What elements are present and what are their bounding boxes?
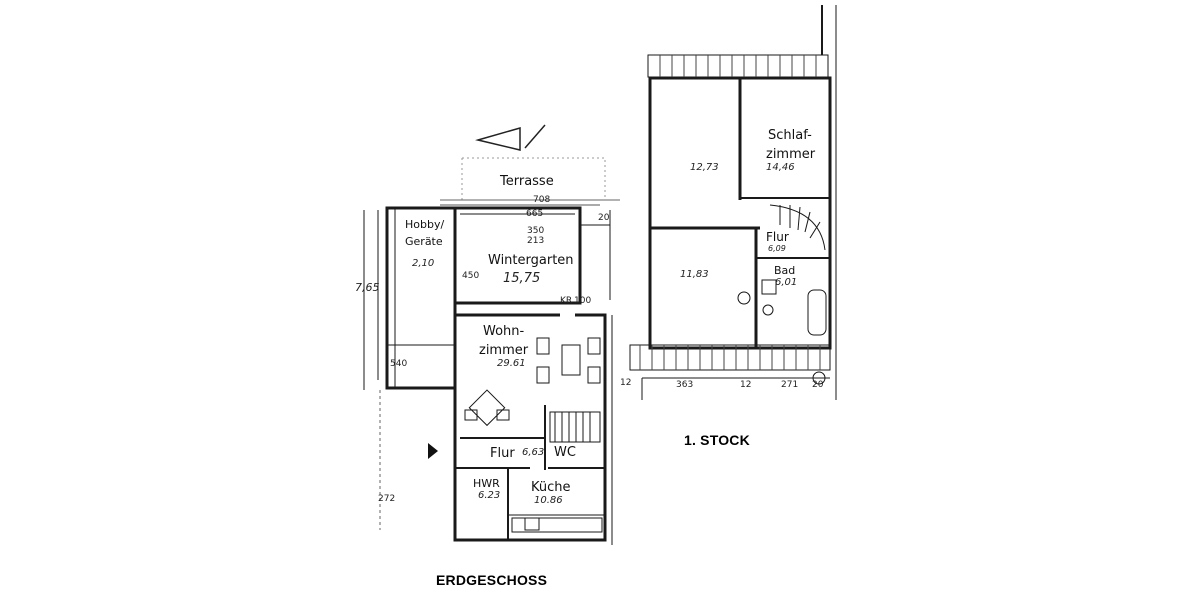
dim-213: 213: [527, 236, 545, 246]
dim-271: 271: [781, 380, 799, 390]
dim-272: 272: [378, 494, 396, 504]
label-kr: KR: [560, 296, 573, 306]
room-wohnzimmer: Wohn-: [483, 324, 525, 339]
area-schlafzimmer: 14,46: [766, 162, 795, 173]
ground-floor-walls: [363, 157, 620, 545]
room-wintergarten: Wintergarten: [488, 253, 574, 268]
dim-363: 363: [676, 380, 694, 390]
dim-540: 540: [390, 359, 408, 369]
area-hwr: 6.23: [478, 490, 501, 501]
dim-350: 350: [527, 226, 545, 236]
north-arrow-icon: [475, 124, 546, 151]
area-bad: 6,01: [775, 277, 798, 288]
room-schlafzimmer-line2: zimmer: [766, 147, 816, 162]
dim-12b: 12: [620, 378, 632, 388]
room-hwr: HWR: [473, 477, 500, 490]
dim-765: 7,65: [355, 281, 380, 294]
marker-1-icon: [737, 291, 751, 305]
area-wohnzimmer: 29.61: [497, 358, 526, 369]
area-wintergarten: 15,75: [503, 271, 541, 286]
dim-450: 450: [462, 271, 480, 281]
entrance-arrow-icon: [428, 443, 438, 459]
room-wohnzimmer-line2: zimmer: [479, 343, 529, 358]
dim-100: 100: [574, 296, 592, 306]
dim-20-upper: 20: [812, 380, 824, 390]
room-terrasse: Terrasse: [500, 174, 554, 189]
upper-floor-title: 1. STOCK: [684, 432, 750, 448]
room-flur-ground: Flur: [490, 446, 515, 461]
dim-708: 708: [533, 195, 551, 205]
area-room2-upper: 11,83: [680, 269, 709, 280]
dim-12: 12: [740, 380, 752, 390]
area-flur-upper: 6,09: [768, 244, 786, 253]
room-kueche: Küche: [531, 480, 571, 495]
room-hobby: Hobby/: [405, 218, 445, 231]
room-wc: WC: [554, 445, 576, 460]
roof-hatching: [639, 55, 821, 370]
dim-665: 665: [526, 209, 544, 219]
upper-floor-walls: [629, 5, 837, 400]
room-flur-upper: Flur: [766, 230, 789, 244]
area-flur-ground: 6,63: [522, 447, 545, 458]
marker-2-icon: [812, 371, 826, 385]
ground-floor-title: ERDGESCHOSS: [436, 572, 548, 588]
room-bad: Bad: [774, 264, 796, 277]
dim-210: 2,10: [412, 258, 435, 269]
dim-20: 20: [598, 213, 610, 223]
room-schlafzimmer: Schlaf-: [768, 128, 812, 143]
room-hobby-line2: Geräte: [405, 235, 443, 248]
area-kueche: 10.86: [534, 495, 563, 506]
area-room1-upper: 12,73: [690, 162, 719, 173]
